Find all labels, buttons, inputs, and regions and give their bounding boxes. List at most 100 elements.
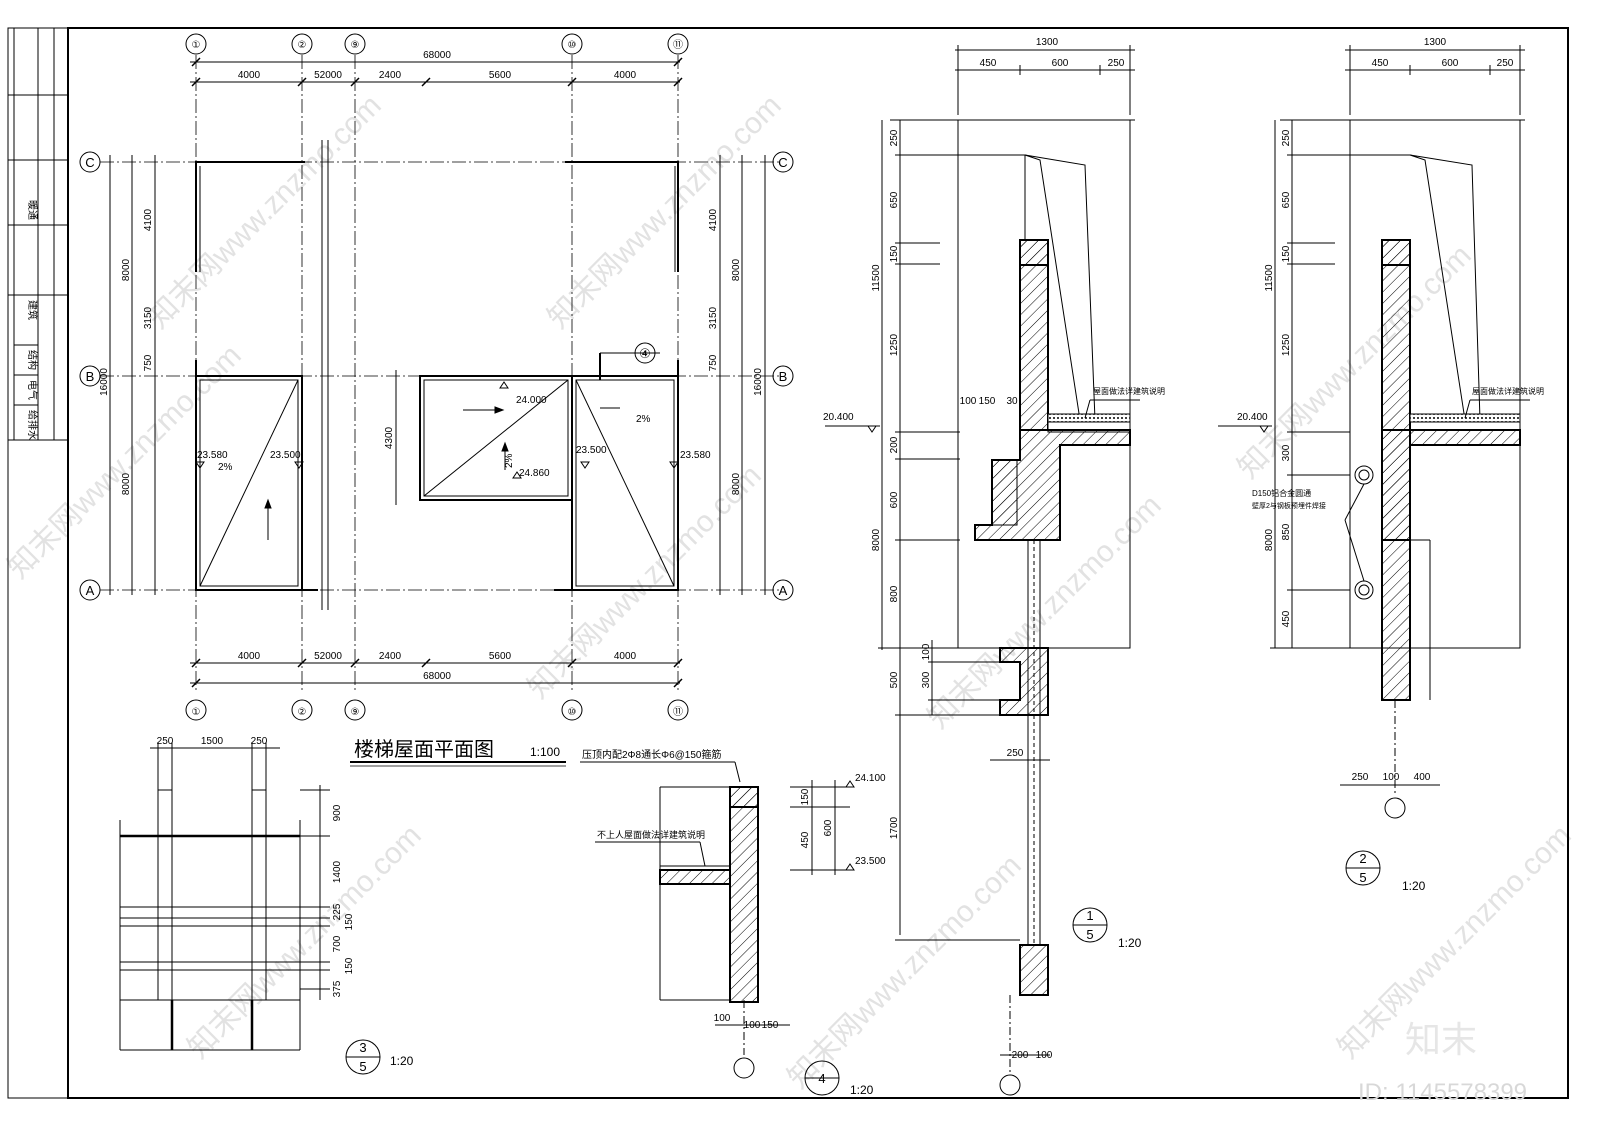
dim-label: 1500 [201, 736, 224, 747]
section-mark: ④ [639, 346, 651, 361]
grid-row-label: C [85, 155, 94, 170]
title-block [8, 28, 68, 441]
grid-row-label: C [778, 155, 787, 170]
level-label: 23.500 [270, 450, 301, 461]
dim-label: 600 [823, 819, 834, 836]
dim-label: 150 [800, 788, 811, 805]
title-block-cell: 给排水 [26, 410, 39, 440]
dim-label: 500 [889, 671, 900, 688]
detail-scale: 1:20 [390, 1054, 414, 1068]
note-label: 压顶内配2Φ8通长Φ6@150箍筋 [582, 748, 721, 761]
grid-label-top: ⑩ [568, 40, 577, 51]
dim-x: 4000 [614, 651, 637, 662]
dim-label: 250 [1007, 748, 1024, 759]
dim-x: 52000 [314, 70, 342, 81]
dim-label: 1300 [1036, 37, 1059, 48]
dim-label: 100 [960, 396, 977, 407]
detail-number: 4 [818, 1071, 825, 1086]
dim-label: 1300 [1424, 37, 1447, 48]
dim-label: 200 [889, 436, 900, 453]
dim-label: 30 [1006, 396, 1018, 407]
dim-label: 100 [744, 1020, 761, 1031]
dim-label: 1400 [332, 860, 343, 883]
dim-label: 150 [1281, 245, 1292, 262]
dim-label: 850 [1281, 523, 1292, 540]
detail-2 [1218, 45, 1530, 886]
grid-label-bottom: ⑨ [351, 707, 360, 718]
dim-y: 16000 [753, 368, 764, 396]
dim-label: 450 [980, 58, 997, 69]
dim-y: 4100 [143, 208, 154, 231]
slope-label: 2% [636, 414, 651, 425]
note-label: 屋面做法详建筑说明 [1472, 386, 1544, 396]
watermark-text: 知末网www.znzmo.com [182, 819, 428, 1065]
dim-x: 4000 [614, 70, 637, 81]
dim-label: 8000 [1264, 528, 1275, 551]
detail-scale: 1:20 [1118, 936, 1142, 950]
grid-label-bottom: ① [192, 707, 201, 718]
dim-label: 250 [1497, 58, 1514, 69]
grid-label-bottom: ⑪ [673, 706, 683, 718]
plan-title: 楼梯屋面平面图 [354, 738, 494, 761]
dim-label: 150 [889, 245, 900, 262]
grid-row-label: A [779, 583, 788, 598]
dim-label: 700 [332, 935, 343, 952]
dim-label: 600 [1052, 58, 1069, 69]
dim-label: 1250 [889, 333, 900, 356]
outer-border [7, 27, 1569, 1099]
watermark-text: 知末网www.znzmo.com [782, 849, 1028, 1095]
stair-roof-plan [79, 33, 794, 767]
dim-x: 2400 [379, 651, 402, 662]
dim-label: 400 [1414, 772, 1431, 783]
dim-label: 900 [332, 804, 343, 821]
level-label: 20.400 [823, 412, 854, 423]
dim-y: 3150 [708, 306, 719, 329]
overall-width-top: 68000 [423, 50, 451, 61]
dim-label: 250 [157, 736, 174, 747]
dim-x: 4000 [238, 651, 261, 662]
dim-y: 3150 [143, 306, 154, 329]
level-label: 24.860 [519, 468, 550, 479]
dim-label: 250 [1108, 58, 1125, 69]
grid-label-top: ② [298, 40, 307, 51]
grid-row-label: B [86, 369, 95, 384]
dim-label: 300 [921, 671, 932, 688]
dim-label: 250 [889, 129, 900, 146]
dim-label: 150 [344, 957, 355, 974]
dim-y: 4300 [384, 426, 395, 449]
level-label: 23.580 [197, 450, 228, 461]
detail-number: 1 [1086, 908, 1093, 923]
dim-label: 650 [1281, 191, 1292, 208]
plan-scale: 1:100 [530, 745, 560, 759]
dim-label: 600 [1442, 58, 1459, 69]
level-label: 23.500 [855, 856, 886, 867]
level-label: 23.580 [680, 450, 711, 461]
detail-3-labels: 250 1500 250 900 1400 225 150 700 150 37… [157, 736, 414, 1074]
grid-label-bottom: ⑩ [568, 707, 577, 718]
level-label: 24.100 [855, 773, 886, 784]
dim-label: 11500 [871, 264, 882, 292]
watermark: 知末网www.znzmo.com 知末网www.znzmo.com 知末网www… [2, 89, 1578, 1095]
grid-label-top: ① [192, 40, 201, 51]
dim-label: 150 [979, 396, 996, 407]
note-label: 壁厚2与钢板预埋件焊接 [1252, 501, 1326, 510]
dim-x: 5600 [489, 70, 512, 81]
detail-1 [825, 45, 1140, 1096]
slope-label: 2% [504, 453, 515, 468]
dim-label: 600 [889, 491, 900, 508]
dim-x: 4000 [238, 70, 261, 81]
detail-4 [580, 761, 855, 1096]
detail-number: 5 [1086, 927, 1093, 942]
level-label: 23.500 [576, 445, 607, 456]
dim-label: 250 [1352, 772, 1369, 783]
title-block-cell: 暖通 [26, 200, 39, 220]
dim-label: 650 [889, 191, 900, 208]
dim-label: 200 [1012, 1050, 1029, 1061]
note-label: 不上人屋面做法详建筑说明 [597, 829, 705, 840]
dim-label: 11500 [1264, 264, 1275, 292]
plan-labels: ① ② ⑨ ⑩ ⑪ ① ② ⑨ ⑩ ⑪ C B A C B A 68000 40… [85, 39, 787, 761]
dim-label: 225 [332, 903, 343, 920]
dim-y: 8000 [731, 258, 742, 281]
dim-label: 150 [762, 1020, 779, 1031]
